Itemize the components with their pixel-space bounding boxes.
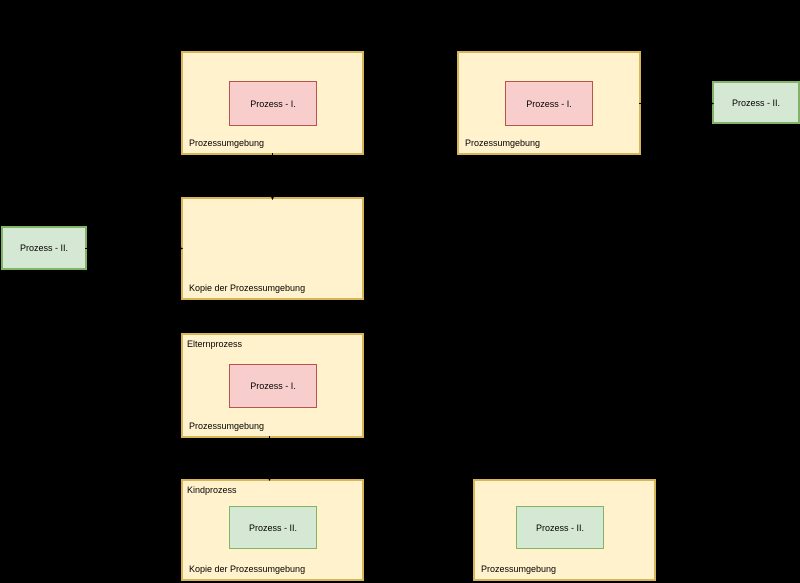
- process-2-box: Prozess - II.: [229, 506, 317, 549]
- env-box-bottom-right: Prozess - II. Prozessumgebung: [473, 479, 656, 581]
- process-2-label: Prozess - II.: [731, 97, 780, 108]
- env-label: Prozessumgebung: [189, 138, 265, 148]
- process-2-label: Prozess - II.: [248, 522, 297, 533]
- process-2-label: Prozess - II.: [535, 522, 584, 533]
- child-process-box: Kindprozess Prozess - II. Kopie der Proz…: [181, 479, 364, 581]
- process-1-label: Prozess - I.: [250, 98, 296, 109]
- process-1-box: Prozess - I.: [505, 81, 593, 126]
- copy-env-label: Kopie der Prozessumgebung: [189, 564, 306, 574]
- copy-env-box: Kopie der Prozessumgebung: [181, 197, 364, 300]
- env-label: Prozessumgebung: [189, 421, 265, 431]
- process-2-box-left: Prozess - II.: [1, 226, 87, 270]
- parent-process-title: Elternprozess: [187, 339, 243, 349]
- process-1-label: Prozess - I.: [526, 98, 572, 109]
- process-1-box: Prozess - I.: [229, 364, 317, 408]
- process-1-label: Prozess - I.: [250, 381, 296, 391]
- env-label: Prozessumgebung: [465, 138, 541, 148]
- child-process-title: Kindprozess: [187, 485, 237, 495]
- env-box-top-left: Prozess - I. Prozessumgebung: [181, 51, 364, 155]
- process-2-box-right: Prozess - II.: [712, 81, 800, 124]
- process-2-label: Prozess - II.: [19, 243, 68, 253]
- env-box-top-right: Prozess - I. Prozessumgebung: [457, 51, 641, 155]
- process-1-box: Prozess - I.: [229, 81, 317, 126]
- copy-env-label: Kopie der Prozessumgebung: [189, 283, 306, 293]
- env-label: Prozessumgebung: [481, 564, 557, 574]
- parent-process-box: Elternprozess Prozess - I. Prozessumgebu…: [181, 333, 364, 438]
- process-2-box: Prozess - II.: [516, 506, 604, 549]
